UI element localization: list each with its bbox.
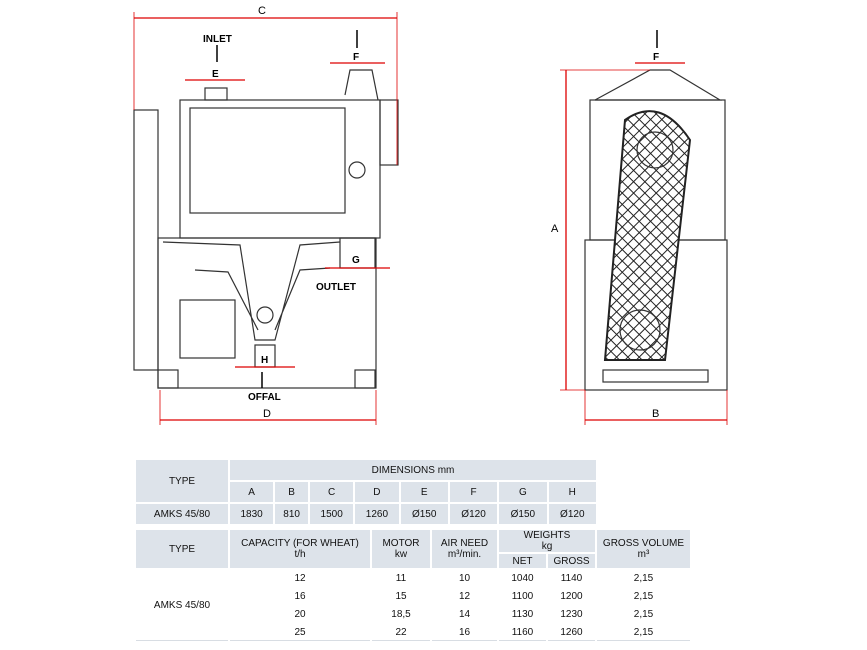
cell: 2,15 bbox=[595, 568, 692, 588]
cell: Ø150 bbox=[398, 502, 450, 526]
table-row: 25 22 16 1160 1260 2,15 bbox=[135, 622, 692, 641]
col-header: A bbox=[227, 480, 276, 504]
table-row: 20 18,5 14 1130 1230 2,15 bbox=[135, 604, 692, 624]
cell: 1140 bbox=[546, 568, 597, 588]
cell: 2,15 bbox=[595, 586, 692, 606]
cell: 25 bbox=[228, 622, 372, 641]
gross-header: GROSS bbox=[546, 552, 597, 570]
cell: 1260 bbox=[353, 502, 401, 526]
cell: 1500 bbox=[308, 502, 356, 526]
cell: 1830 bbox=[227, 502, 276, 526]
type-header: TYPE bbox=[134, 458, 230, 504]
dim-label-h: H bbox=[261, 355, 268, 366]
dim-label-g: G bbox=[352, 255, 360, 266]
col-header: D bbox=[353, 480, 401, 504]
dim-label-b: B bbox=[652, 408, 659, 420]
cell: 12 bbox=[430, 586, 499, 606]
flow-arrows bbox=[216, 30, 658, 388]
cell: 1160 bbox=[497, 622, 548, 641]
cell: 1230 bbox=[546, 604, 597, 624]
cell: 20 bbox=[228, 604, 372, 624]
dim-label-e: E bbox=[212, 69, 219, 80]
dim-label-c: C bbox=[258, 5, 266, 17]
dim-label-d: D bbox=[263, 408, 271, 420]
cell: 810 bbox=[273, 502, 311, 526]
cell: Ø120 bbox=[447, 502, 500, 526]
col-header: H bbox=[546, 480, 599, 504]
dimension-lines bbox=[133, 12, 728, 425]
cell: 12 bbox=[228, 568, 372, 588]
cell: 1040 bbox=[497, 568, 548, 588]
type-cell: AMKS 45/80 bbox=[134, 502, 230, 526]
col-header: C bbox=[308, 480, 356, 504]
cell: 2,15 bbox=[595, 604, 692, 624]
dimensions-table: TYPE DIMENSIONS mm A B C D E F G H AMKS … bbox=[134, 458, 599, 526]
offal-label: OFFAL bbox=[248, 392, 281, 403]
front-view bbox=[133, 69, 399, 389]
net-header: NET bbox=[497, 552, 548, 570]
col-header: F bbox=[447, 480, 500, 504]
cell: 15 bbox=[370, 586, 432, 606]
col-header: B bbox=[273, 480, 311, 504]
col-header: G bbox=[497, 480, 549, 504]
cell: Ø120 bbox=[546, 502, 599, 526]
table-row: AMKS 45/80 12 11 10 1040 1140 2,15 bbox=[134, 568, 692, 641]
cell: 16 bbox=[228, 586, 372, 606]
side-view bbox=[584, 69, 728, 391]
technical-drawing: C INLET E F G OUTLET H OFFAL D A B F bbox=[133, 5, 728, 425]
col-header: E bbox=[398, 480, 450, 504]
cell: 1130 bbox=[497, 604, 548, 624]
type-header: TYPE bbox=[134, 528, 230, 570]
dim-label-f: F bbox=[353, 52, 359, 63]
dim-label-f-side: F bbox=[653, 52, 659, 63]
type-cell: AMKS 45/80 bbox=[134, 568, 230, 641]
cell: 1260 bbox=[546, 622, 597, 641]
cell: 22 bbox=[370, 622, 432, 641]
cell: 18,5 bbox=[370, 604, 432, 624]
outlet-label: OUTLET bbox=[316, 282, 356, 293]
cell: 14 bbox=[430, 604, 499, 624]
cell: 1100 bbox=[497, 586, 548, 606]
dim-label-a: A bbox=[551, 223, 559, 235]
inlet-label: INLET bbox=[203, 34, 232, 45]
cell: 16 bbox=[430, 622, 499, 641]
cell: Ø150 bbox=[497, 502, 549, 526]
table-row: AMKS 45/80 1830 810 1500 1260 Ø150 Ø120 … bbox=[134, 502, 599, 526]
cell: 10 bbox=[430, 568, 499, 588]
capacity-header: CAPACITY (FOR WHEAT)t/h bbox=[228, 528, 372, 570]
cell: 1200 bbox=[546, 586, 597, 606]
dimensions-header: DIMENSIONS mm bbox=[228, 458, 598, 482]
cell: 2,15 bbox=[595, 622, 692, 641]
cell: 11 bbox=[370, 568, 432, 588]
